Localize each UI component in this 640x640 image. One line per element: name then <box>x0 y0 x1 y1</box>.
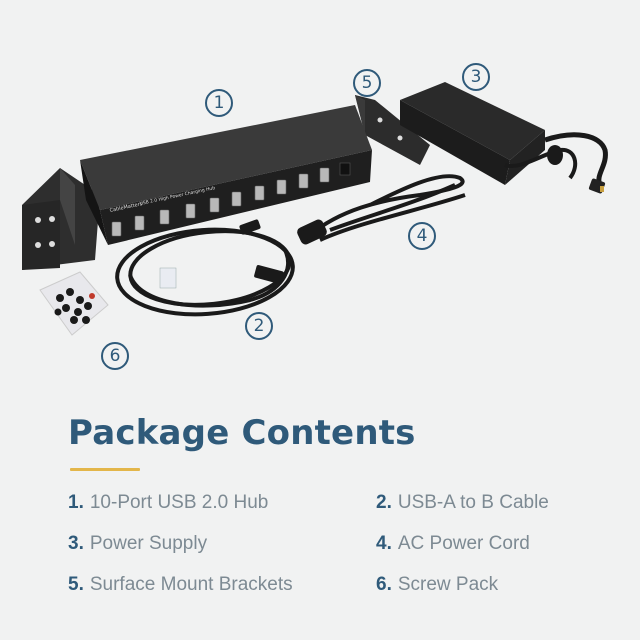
item-number: 4. <box>376 533 392 554</box>
item-label: AC Power Cord <box>397 533 530 554</box>
usb-hub: CableMatters USB 2.0 High Power Charging… <box>80 105 372 245</box>
callout-4: 4 <box>408 222 436 250</box>
item-label: USB-A to B Cable <box>397 492 549 513</box>
list-item: 4.AC Power Cord <box>376 533 530 555</box>
item-number: 6. <box>376 574 392 595</box>
item-number: 5. <box>68 574 84 595</box>
list-item: 2.USB-A to B Cable <box>376 492 549 514</box>
item-number: 3. <box>68 533 84 554</box>
title-underline <box>70 468 140 471</box>
item-label: Surface Mount Brackets <box>89 574 293 595</box>
usb-a-to-b-cable <box>115 219 295 317</box>
page-title: Package Contents <box>68 413 416 453</box>
item-label: Screw Pack <box>397 574 499 595</box>
callout-1: 1 <box>205 89 233 117</box>
item-label: 10-Port USB 2.0 Hub <box>89 492 269 513</box>
list-item: 3.Power Supply <box>68 533 207 555</box>
left-mount-bracket <box>22 168 100 270</box>
item-label: Power Supply <box>89 533 208 554</box>
callout-3: 3 <box>462 63 490 91</box>
product-photo: CableMatters USB 2.0 High Power Charging… <box>22 82 608 336</box>
list-item: 1.10-Port USB 2.0 Hub <box>68 492 268 514</box>
callout-6: 6 <box>101 342 129 370</box>
list-item: 5.Surface Mount Brackets <box>68 574 293 596</box>
list-item: 6.Screw Pack <box>376 574 498 596</box>
power-supply <box>400 82 608 194</box>
item-number: 2. <box>376 492 392 513</box>
item-number: 1. <box>68 492 84 513</box>
ac-power-cord <box>297 174 466 245</box>
screw-pack <box>39 271 109 336</box>
callout-5: 5 <box>353 69 381 97</box>
callout-2: 2 <box>245 312 273 340</box>
